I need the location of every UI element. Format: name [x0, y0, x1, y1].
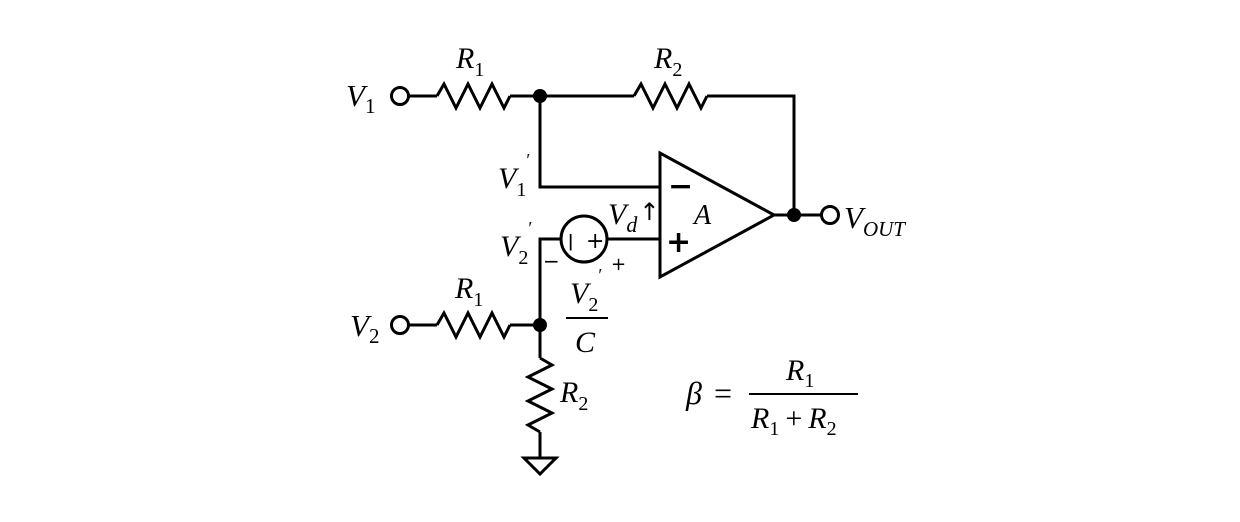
v2-terminal	[390, 315, 410, 335]
beta-equals: =	[714, 375, 732, 411]
beta-formula: β = R1 R1+R2	[685, 354, 858, 440]
node-bottom-dot	[533, 318, 547, 332]
source-inner-minus: ǀ	[568, 231, 573, 252]
r1-top-label: R1	[455, 42, 484, 81]
v1-terminal	[390, 86, 410, 106]
resistor-r1-bottom	[435, 309, 512, 341]
v2-label: V2	[350, 308, 379, 348]
resistor-r2-top	[632, 80, 709, 112]
opamp-plus-sign: +	[666, 225, 691, 260]
ground-symbol	[520, 456, 560, 477]
opamp-minus-sign: −	[668, 169, 693, 204]
output-node-dot	[787, 208, 801, 222]
source-minus-terminal: −	[543, 249, 560, 273]
wire-node-to-inverting-input	[538, 96, 660, 189]
r2-shunt-label: R2	[559, 376, 588, 415]
source-inner-plus: +	[586, 229, 604, 254]
source-plus-terminal: +	[611, 254, 626, 275]
beta-numerator: R1	[785, 354, 814, 392]
r1-bottom-label: R1	[454, 272, 483, 311]
r2-top-label: R2	[653, 42, 682, 81]
v2-prime-label: V2′	[500, 218, 532, 269]
vd-label: Vd↑	[608, 198, 659, 237]
opamp-triangle	[658, 150, 778, 280]
node-top-dot	[533, 89, 547, 103]
vout-label: VOUT	[844, 200, 906, 241]
gain-label: A	[692, 200, 712, 231]
beta-denominator: R1+R2	[750, 402, 837, 440]
wire-feedback-to-output	[707, 94, 796, 215]
source-fraction-denominator: C	[575, 326, 596, 359]
v1-prime-label: V1′	[498, 150, 530, 201]
beta-symbol: β	[685, 375, 702, 411]
v1-label: V1	[346, 78, 375, 118]
vout-terminal	[820, 205, 840, 225]
resistor-r2-shunt	[524, 356, 556, 434]
wire-node2-to-source	[538, 237, 561, 325]
resistor-r1-top	[435, 80, 512, 112]
source-fraction-numerator: V2′	[570, 265, 602, 316]
